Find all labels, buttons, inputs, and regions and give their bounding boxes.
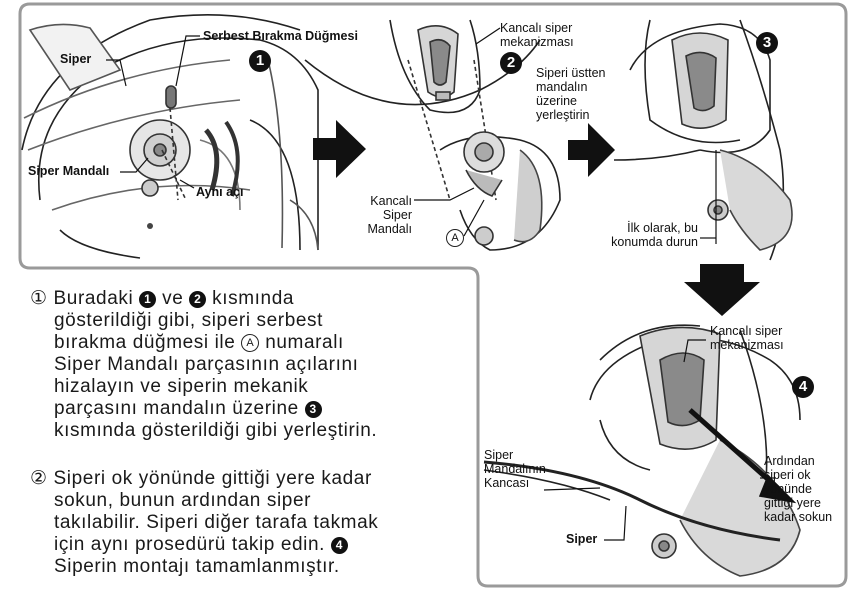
marker-a: A [446, 229, 464, 248]
arrow-right-1 [313, 120, 366, 178]
instruction-2-line-3: takılabilir. Siperi diğer tarafa takmak [30, 512, 378, 534]
label-visor: Siper [60, 52, 91, 66]
label-visor-2: Siper [566, 532, 597, 546]
instruction-2-line-4: için aynı prosedürü takip edin. 4 [30, 534, 378, 556]
label-visor-latch: Siper Mandalı [28, 164, 109, 178]
instruction-1-line-7: kısmında gösterildiği gibi yerleştirin. [30, 420, 378, 442]
label-hook-latch: Kancalı Siper Mandalı [360, 194, 412, 236]
instructions: ① Buradaki 1 ve 2 kısmında gösterildiği … [30, 288, 378, 578]
instruction-1-line-6: parçasını mandalın üzerine 3 [30, 398, 378, 420]
step-2-badge: 2 [500, 52, 522, 74]
arrow-down [684, 264, 760, 316]
step-3-badge: 3 [756, 32, 778, 54]
label-first-position: İlk olarak, bu konumda durun [590, 221, 698, 249]
instruction-1-line-5: hizalayın ve siperin mekanik [30, 376, 378, 398]
arrow-right-2 [568, 123, 615, 177]
instruction-1-line-1: ① Buradaki 1 ve 2 kısmında [30, 288, 378, 310]
instruction-1-line-2: gösterildiği gibi, siperi serbest [30, 310, 378, 332]
instruction-2-line-5: Siperin montajı tamamlanmıştır. [30, 556, 378, 578]
label-place-on-latch: Siperi üstten mandalın üzerine yerleştir… [536, 66, 605, 122]
label-same-angle: Aynı açı [196, 185, 243, 199]
instruction-2-line-2: sokun, bunun ardından siper [30, 490, 378, 512]
label-release-button: Serbest Bırakma Düğmesi [203, 29, 358, 43]
label-latch-hook: Siper Mandalının Kancası [484, 448, 546, 490]
label-push-in: Ardından siperi ok yönünde gittiği yere … [764, 454, 832, 524]
instruction-1-line-3: bırakma düğmesi ile A numaralı [30, 332, 378, 354]
instruction-2-line-1: ② Siperi ok yönünde gittiği yere kadar [30, 468, 378, 490]
step-4-badge: 4 [792, 376, 814, 398]
label-hook-mechanism: Kancalı siper mekanizması [500, 21, 574, 49]
instruction-1-line-4: Siper Mandalı parçasının açılarını [30, 354, 378, 376]
step-1-badge: 1 [249, 50, 271, 72]
label-hook-mechanism-2: Kancalı siper mekanizması [710, 324, 784, 352]
